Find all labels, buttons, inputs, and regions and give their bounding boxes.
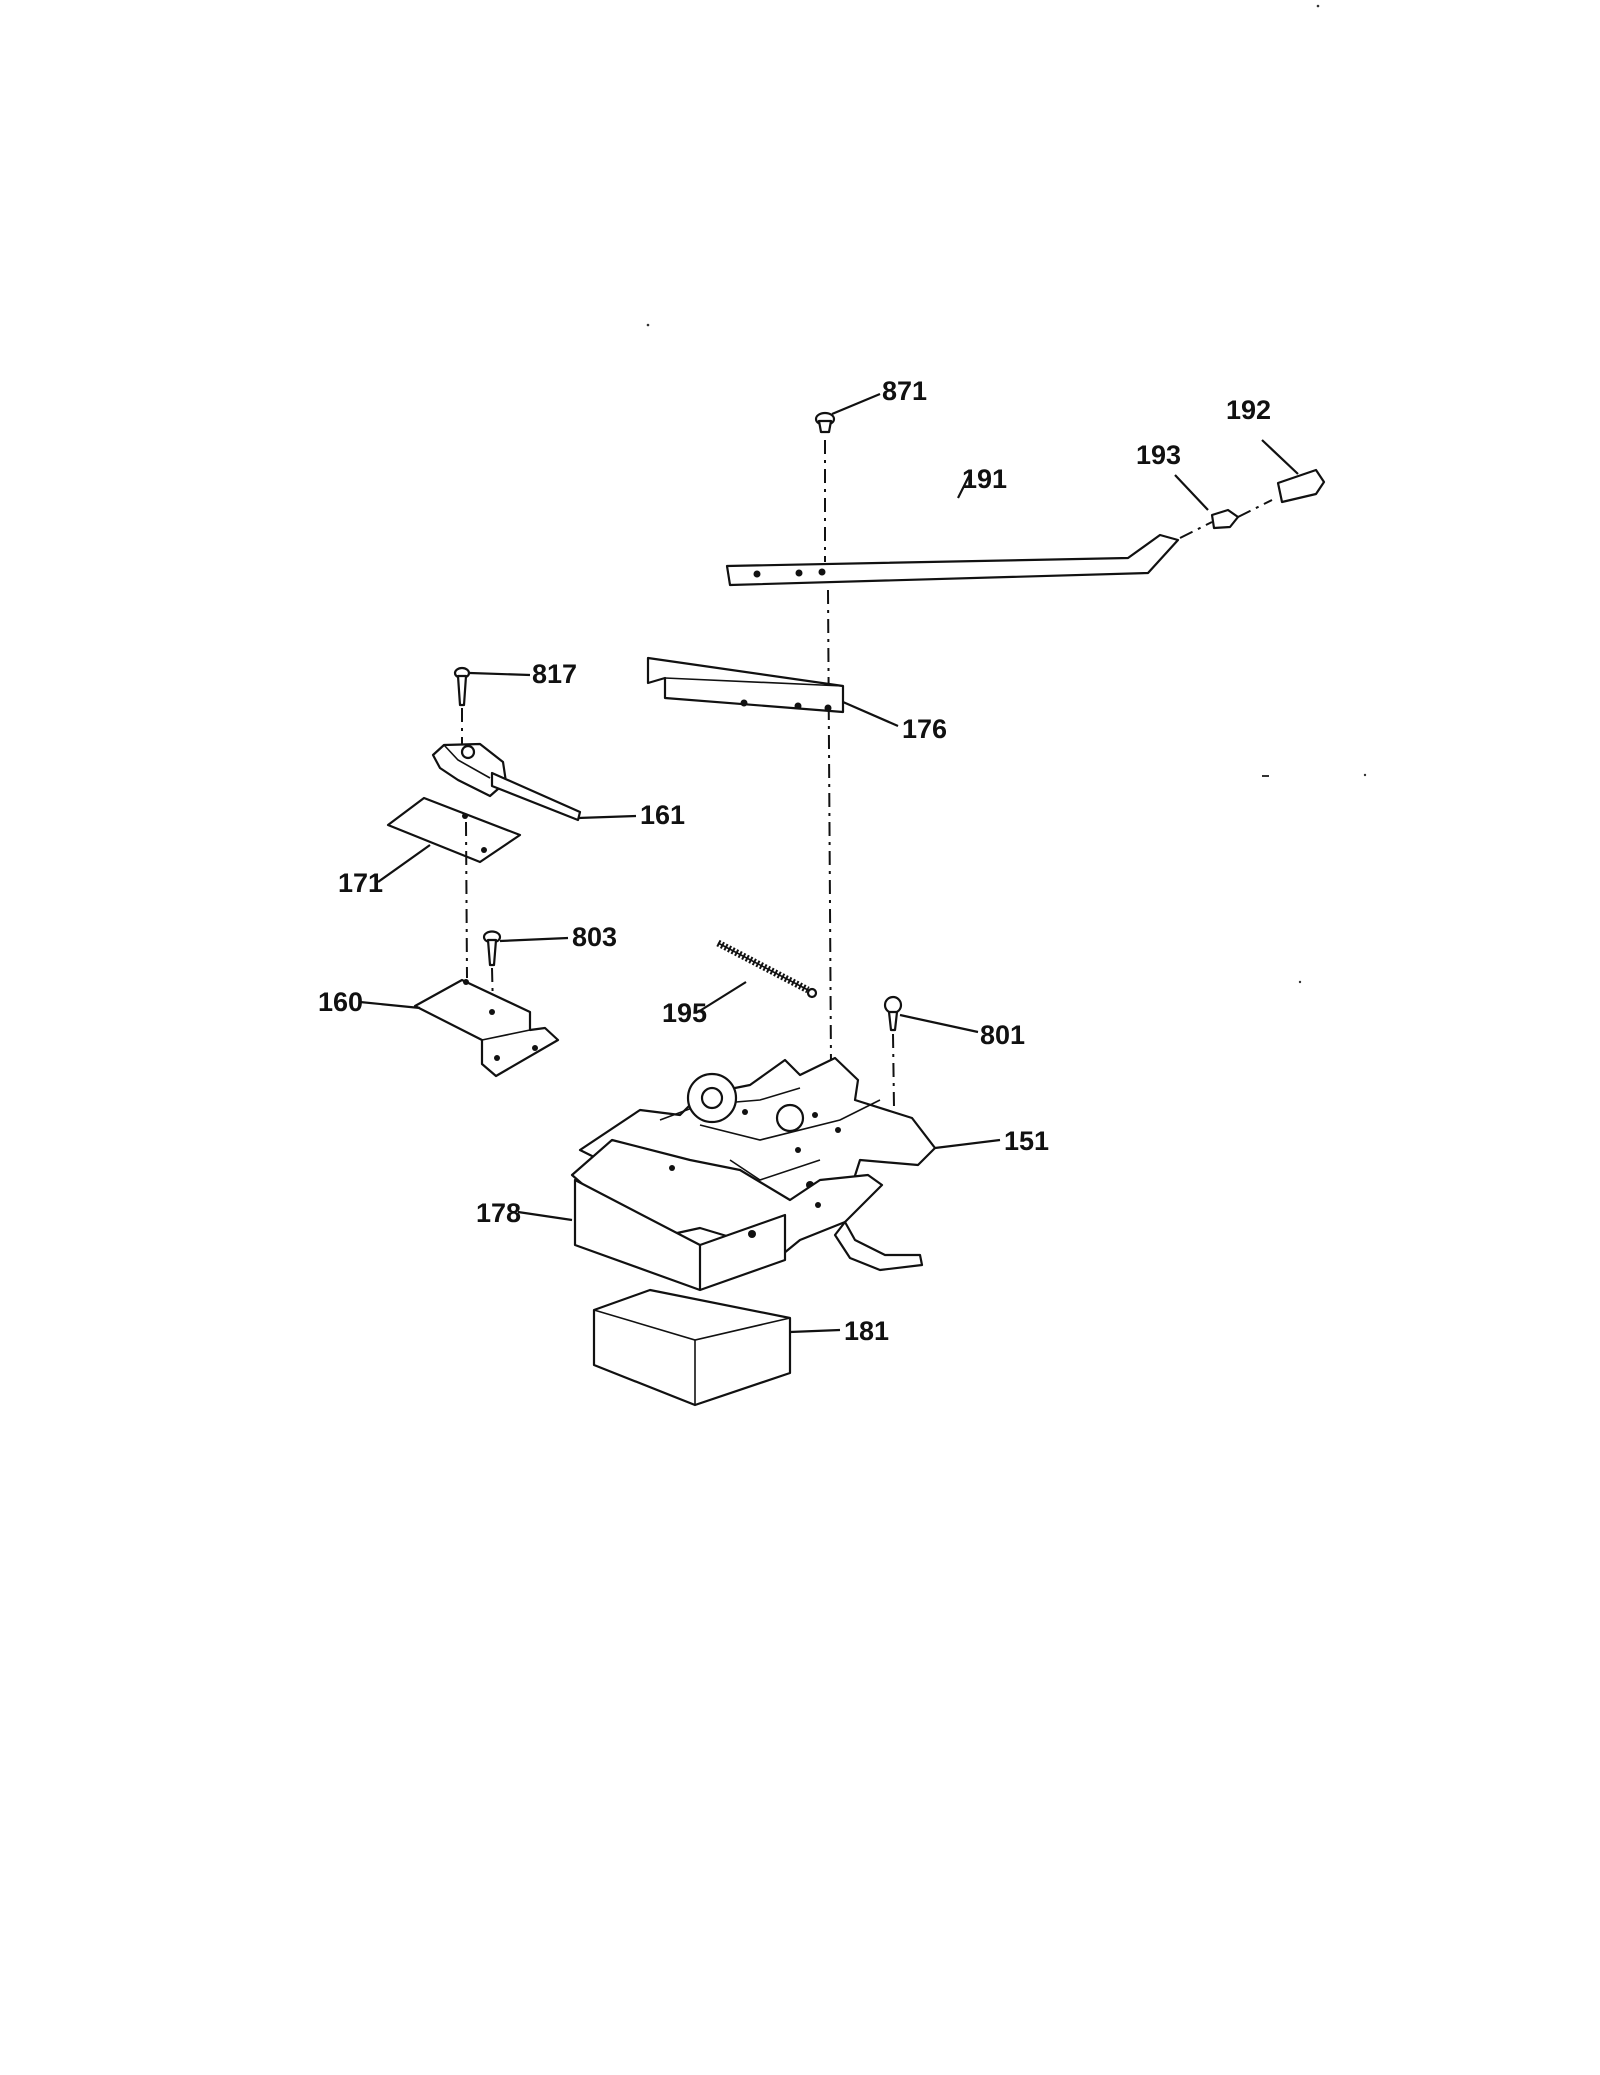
cap-192 (1276, 468, 1326, 504)
label-191: 191 (962, 464, 1007, 494)
assembly-center-line (824, 440, 832, 1066)
bracket-191 (725, 533, 1180, 587)
switch-161 (431, 742, 582, 822)
label-176: 176 (902, 714, 947, 744)
block-178 (570, 1138, 924, 1292)
label-193: 193 (1136, 440, 1181, 470)
bracket-176 (646, 656, 845, 714)
label-192: 192 (1226, 395, 1271, 425)
block-181 (592, 1288, 792, 1407)
bracket-160 (413, 978, 560, 1078)
label-195: 195 (662, 998, 707, 1028)
spring-195 (716, 939, 818, 999)
insulator-171 (386, 796, 522, 979)
part-labels: 871 192 193 191 817 176 161 171 803 160 … (318, 376, 1271, 1346)
screw-801 (883, 995, 903, 1109)
label-803: 803 (572, 922, 617, 952)
label-160: 160 (318, 987, 363, 1017)
label-171: 171 (338, 868, 383, 898)
label-817: 817 (532, 659, 577, 689)
label-151: 151 (1004, 1126, 1049, 1156)
screw-817 (453, 666, 471, 745)
label-178: 178 (476, 1198, 521, 1228)
label-871: 871 (882, 376, 927, 406)
screw-871 (814, 411, 836, 434)
label-181: 181 (844, 1316, 889, 1346)
label-801: 801 (980, 1020, 1025, 1050)
clip-193 (1179, 499, 1273, 539)
leader-lines (359, 392, 1299, 1334)
stray-dots (646, 4, 1367, 984)
label-161: 161 (640, 800, 685, 830)
